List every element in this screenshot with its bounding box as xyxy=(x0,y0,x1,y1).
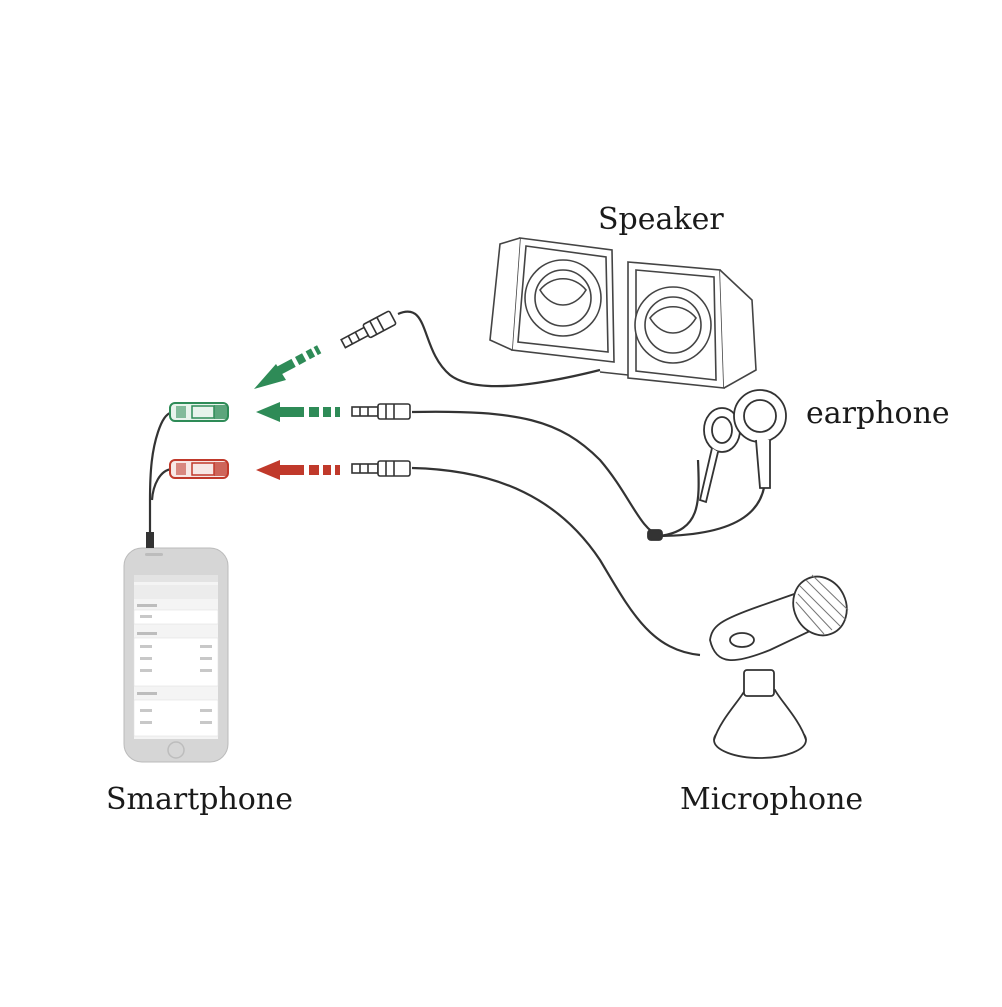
earphone-icon xyxy=(647,389,787,541)
speaker-audio-jack xyxy=(340,310,397,349)
smartphone-icon xyxy=(123,532,229,763)
arrow-earphone xyxy=(256,402,340,422)
smartphone-label: Smartphone xyxy=(106,782,293,817)
microphone-label: Microphone xyxy=(680,782,864,817)
arrow-speaker xyxy=(254,345,322,389)
phone-cable xyxy=(148,410,173,545)
cables xyxy=(148,310,767,657)
arrow-microphone xyxy=(256,460,340,480)
speaker-label: Speaker xyxy=(598,202,724,237)
earphone-label: earphone xyxy=(806,396,950,431)
earphone-audio-jack xyxy=(351,403,411,420)
microphone-icon xyxy=(709,574,849,759)
splitter-red-plug xyxy=(169,459,229,479)
earphone-wire-right xyxy=(659,469,767,538)
earphone-cable xyxy=(411,410,661,538)
phone-cable-red-branch xyxy=(150,467,173,501)
speaker-cable xyxy=(397,310,601,388)
speaker-icon xyxy=(489,237,757,389)
earphone-wire-left xyxy=(659,459,700,538)
splitter-green-plug xyxy=(169,402,229,422)
microphone-cable xyxy=(411,466,701,657)
microphone-audio-jack xyxy=(351,460,411,477)
